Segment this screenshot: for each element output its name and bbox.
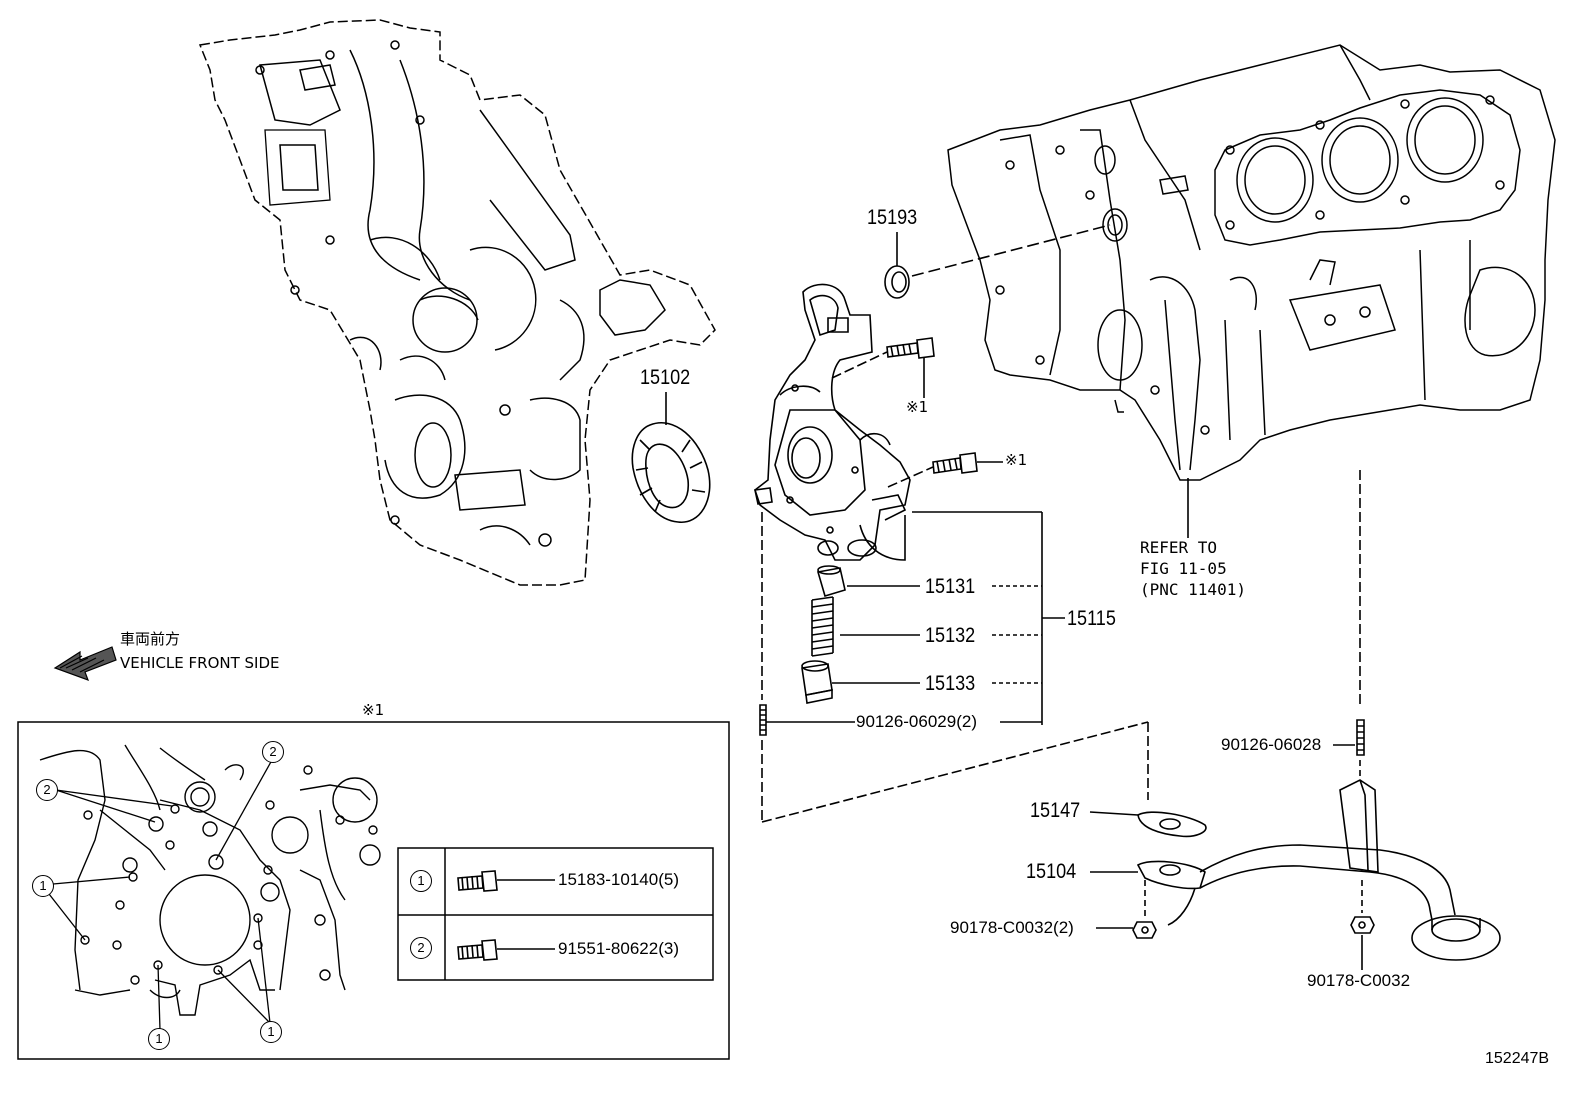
inset-callout-2-top: 2 [262, 741, 284, 763]
legend-part-2: 91551-80622(3) [558, 939, 679, 958]
spring-15132 [811, 596, 834, 657]
legend-key-1: 1 [410, 870, 432, 892]
inset-callout-1-right: 1 [260, 1021, 282, 1043]
vehicle-front-jp: 車両前方 [120, 630, 181, 648]
inset-note-ref: ※1 [362, 701, 385, 719]
relief-valve-15131 [816, 565, 846, 597]
label-15102: 15102 [640, 366, 691, 389]
label-15193: 15193 [867, 206, 918, 229]
figure-number: 152247B [1485, 1050, 1550, 1067]
inset-callout-1-bottom: 1 [148, 1028, 170, 1050]
label-90126-06029: 90126-06029(2) [856, 712, 977, 731]
inset-callout-2-left: 2 [36, 779, 58, 801]
strainer-15104 [1136, 779, 1501, 961]
plug-15133 [801, 660, 833, 704]
inset-frame [17, 721, 730, 1060]
inset-leaders [41, 759, 273, 1031]
oil-seal-15193 [884, 265, 910, 299]
gasket-15147 [1137, 811, 1207, 838]
note-ref-1b: ※1 [1005, 451, 1028, 469]
stud-90126-06028 [1356, 719, 1365, 756]
note-ref-1a: ※1 [906, 398, 929, 416]
label-15104: 15104 [1026, 860, 1077, 883]
stud-90126-06029 [759, 704, 767, 736]
refer-line-3: (PNC 11401) [1140, 580, 1246, 599]
inset-callout-1-left: 1 [32, 875, 54, 897]
legend-bolt-2 [457, 939, 498, 961]
vehicle-front-arrow-icon [53, 646, 117, 682]
oil-pump-drawing [754, 283, 911, 561]
legend-part-1: 15183-10140(5) [558, 870, 679, 889]
legend-bolt-1 [457, 870, 498, 892]
label-15131: 15131 [925, 575, 976, 598]
timing-cover-drawing [198, 19, 716, 586]
bolt-lower [932, 452, 978, 474]
label-15132: 15132 [925, 624, 976, 647]
label-90178-c0032: 90178-C0032 [1307, 971, 1411, 990]
label-15115: 15115 [1067, 607, 1116, 630]
engine-block-drawing [947, 44, 1556, 481]
refer-line-1: REFER TO [1140, 538, 1218, 557]
vehicle-front-en: VEHICLE FRONT SIDE [120, 654, 280, 672]
legend-key-2: 2 [410, 937, 432, 959]
nut-90178-c0032 [1350, 916, 1375, 934]
inset-legend-table [397, 847, 714, 981]
label-15133: 15133 [925, 672, 976, 695]
label-15147: 15147 [1030, 799, 1081, 822]
label-90178-c0032-2: 90178-C0032(2) [950, 918, 1074, 937]
nut-90178-c0032-2 [1132, 921, 1157, 939]
bolt-upper [886, 337, 935, 359]
label-90126-06028: 90126-06028 [1221, 735, 1322, 754]
oil-seal-15102 [631, 422, 711, 523]
refer-line-2: FIG 11-05 [1140, 559, 1227, 578]
